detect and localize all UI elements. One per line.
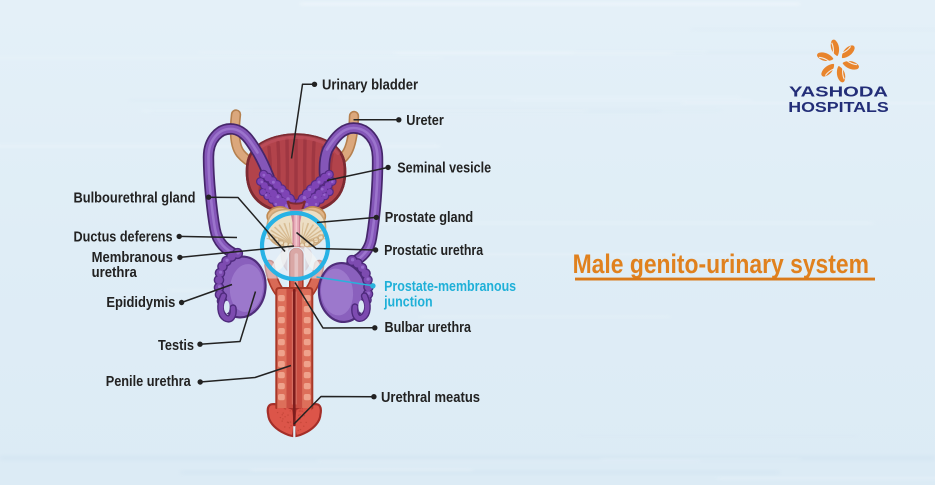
svg-text:Penile urethra: Penile urethra (106, 373, 192, 390)
svg-text:Bulbourethral gland: Bulbourethral gland (74, 189, 196, 206)
svg-text:Urinary bladder: Urinary bladder (322, 77, 418, 94)
svg-text:Urethral meatus: Urethral meatus (381, 389, 480, 406)
svg-text:Male genito-urinary system: Male genito-urinary system (573, 249, 869, 279)
svg-text:Epididymis: Epididymis (106, 294, 175, 311)
svg-text:Prostate-membranous: Prostate-membranous (384, 278, 516, 295)
svg-text:YASHODA: YASHODA (789, 84, 888, 101)
svg-text:Seminal vesicle: Seminal vesicle (397, 160, 491, 177)
svg-text:Membranous: Membranous (92, 249, 173, 266)
svg-text:Testis: Testis (158, 337, 194, 354)
svg-text:Ductus deferens: Ductus deferens (74, 228, 173, 245)
svg-text:Ureter: Ureter (406, 112, 444, 129)
svg-text:junction: junction (383, 294, 432, 311)
svg-text:Prostatic urethra: Prostatic urethra (384, 242, 484, 259)
svg-text:Bulbar urethra: Bulbar urethra (385, 319, 472, 336)
svg-text:urethra: urethra (92, 264, 138, 281)
svg-text:Prostate gland: Prostate gland (385, 209, 474, 226)
svg-text:HOSPITALS: HOSPITALS (788, 99, 889, 116)
